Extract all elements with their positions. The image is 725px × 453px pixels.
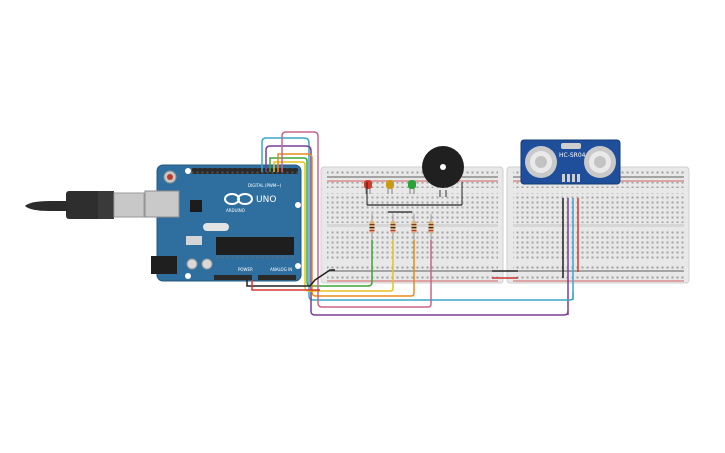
arduino-logo-icon xyxy=(224,193,253,205)
arduino-uno-board[interactable]: DIGITAL (PWM~) UNO ARDUINO POWER ANALOG … xyxy=(144,164,302,282)
maker-label: ARDUINO xyxy=(226,208,245,213)
power-label: POWER xyxy=(238,267,253,272)
analog-header[interactable] xyxy=(258,275,296,280)
resistor[interactable] xyxy=(390,214,396,240)
power-jack xyxy=(151,256,177,274)
usb-cable[interactable] xyxy=(25,191,145,219)
jumper-wires[interactable] xyxy=(246,131,574,316)
green-led[interactable] xyxy=(408,180,416,194)
usb-chip xyxy=(190,200,202,212)
mount-hole xyxy=(295,202,301,208)
piezo-buzzer[interactable] xyxy=(422,146,464,197)
analog-label: ANALOG IN xyxy=(270,267,292,272)
usb-port xyxy=(144,190,180,218)
yellow-led[interactable] xyxy=(386,180,394,194)
regulator xyxy=(186,236,202,245)
resistor[interactable] xyxy=(411,214,417,240)
resistor[interactable] xyxy=(369,214,375,240)
red-led[interactable] xyxy=(364,180,372,194)
resistor[interactable] xyxy=(428,214,434,240)
ground-jumpers[interactable] xyxy=(366,182,463,213)
bridge-wires[interactable] xyxy=(492,270,518,279)
sensor-model-label: HC-SR04 xyxy=(559,152,586,159)
mount-hole xyxy=(295,263,301,269)
mount-hole xyxy=(185,273,191,279)
ultrasonic-sensor[interactable]: HC-SR04 xyxy=(520,139,621,185)
breadboard-right[interactable] xyxy=(506,166,690,284)
board-model-label: UNO xyxy=(256,195,276,205)
sensor-wires[interactable] xyxy=(562,198,579,315)
crystal xyxy=(203,223,229,231)
capacitor xyxy=(201,258,213,270)
atmega-chip xyxy=(216,237,294,255)
capacitor xyxy=(186,258,198,270)
power-header[interactable] xyxy=(214,275,252,280)
mount-hole xyxy=(185,168,191,174)
digital-label: DIGITAL (PWM~) xyxy=(248,183,282,188)
